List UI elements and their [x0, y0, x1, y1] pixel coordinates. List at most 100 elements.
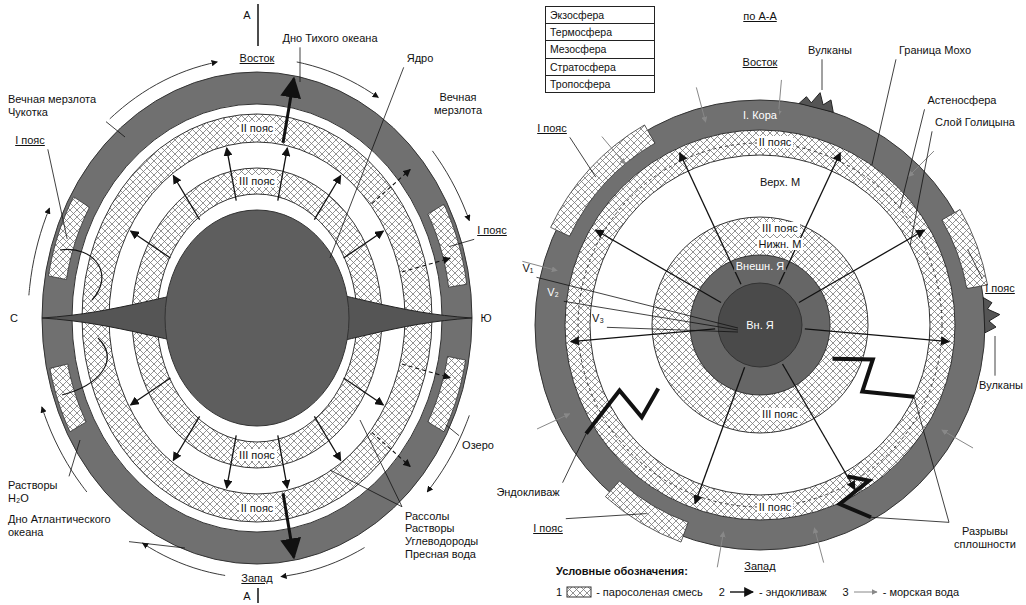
radius-label: V₁	[522, 262, 533, 275]
solution-curve	[62, 338, 107, 395]
legend-swatch	[729, 586, 755, 598]
seawater-arrow	[110, 62, 217, 119]
belt-ring	[565, 130, 955, 520]
leader-line	[900, 109, 924, 207]
leader-line	[449, 239, 474, 246]
belt-label: III пояс	[760, 222, 800, 235]
endocleavage-arrow	[799, 230, 925, 303]
seawater-arrow	[908, 151, 933, 176]
endocleavage-arrow	[278, 148, 288, 201]
endocleavage-arrow	[372, 432, 410, 466]
callout-label: Дно Атлантического океана	[8, 513, 126, 538]
layer-name: Мезосфера	[550, 43, 606, 55]
endocleavage-arrow	[595, 230, 721, 303]
belt-ring	[652, 217, 868, 433]
direction-label: Восток	[743, 56, 778, 69]
belt-label: III пояс	[760, 408, 800, 421]
rupture-bolt	[840, 477, 871, 518]
leader-line	[566, 514, 647, 519]
legend-item: - морская вода	[853, 586, 959, 599]
belt-label: I пояс	[15, 134, 45, 147]
leader-line	[69, 440, 80, 476]
layer-name: Тропосфера	[550, 78, 610, 90]
belt-label: I пояс	[985, 282, 1015, 295]
upper-mantle	[590, 155, 930, 495]
thick-arrow	[283, 493, 294, 557]
arrow-sample	[730, 591, 753, 592]
direction-label: Восток	[240, 52, 275, 65]
belt-label: I пояс	[537, 122, 567, 135]
leader-line	[563, 434, 587, 483]
endocleavage-arrow	[805, 329, 949, 342]
layer-name: Термосфера	[550, 26, 612, 38]
leader-line	[300, 47, 301, 82]
belt-label: II пояс	[239, 502, 276, 515]
right-section	[522, 80, 999, 567]
endocleavage-arrow	[278, 435, 288, 488]
seawater-arrow	[696, 87, 705, 122]
leader-lines	[48, 47, 995, 548]
endocleavage-arrow	[131, 231, 171, 258]
seawater-arrow	[432, 151, 469, 221]
golitsyn-layer	[578, 143, 942, 507]
leader-line	[330, 470, 402, 507]
earth-shell	[42, 72, 472, 564]
layer-box: Стратосфера	[545, 58, 655, 76]
section-line	[257, 4, 259, 46]
callout-label: Слой Голицына	[935, 116, 1015, 129]
belt-ring	[132, 168, 382, 468]
legend-title: Условные обозначения:	[556, 565, 688, 578]
section-letter: А	[243, 590, 250, 603]
callout-label: Граница Мохо	[899, 44, 971, 57]
earth-shell	[535, 100, 985, 550]
layer-label: Верх. М	[760, 176, 800, 189]
leader-line	[910, 131, 932, 245]
endocleavage-arrow	[227, 435, 237, 488]
legend-number: 1	[556, 586, 562, 599]
endocleavage-arrow	[173, 175, 199, 219]
legend-number: 2	[719, 586, 725, 599]
leader-line	[330, 67, 404, 258]
legend-text: - эндокливаж	[759, 586, 827, 599]
core	[165, 210, 349, 426]
belt-crescent	[50, 364, 86, 432]
callout-label: Эндокливаж	[496, 486, 559, 499]
seawater-arrow	[297, 62, 379, 98]
endocleavage-arrow	[372, 170, 410, 204]
layer-label: I. Кора	[741, 109, 779, 122]
layer-label: Вн. Я	[744, 319, 775, 332]
endocleavage-arrow	[695, 367, 745, 503]
legend-swatch	[853, 586, 879, 598]
leader-line	[872, 59, 896, 165]
callout-label: Ядро	[407, 52, 434, 65]
belt-label: II пояс	[757, 501, 794, 514]
endocleavage-arrow	[779, 153, 840, 284]
callout-label: Дно Тихого океана	[283, 32, 378, 45]
endocleavage-arrow	[783, 364, 856, 490]
volcano-symbol	[799, 93, 833, 113]
layer-box: Мезосфера	[545, 40, 655, 58]
belt-label: I пояс	[477, 224, 507, 237]
legend-text: - морская вода	[883, 586, 959, 599]
layer-box: Тропосфера	[545, 75, 655, 93]
leader-line	[570, 137, 596, 177]
legend-item: - эндокливаж	[729, 586, 827, 599]
endocleavage-arrow	[314, 175, 340, 219]
endocleavage-arrow	[344, 378, 384, 405]
belt-crescent	[428, 204, 467, 287]
leader-line	[360, 420, 402, 507]
leader-line	[822, 59, 823, 90]
seawater-arrow	[427, 415, 469, 492]
layer-box: Экзосфера	[545, 6, 655, 24]
leader-line	[129, 542, 185, 548]
layer-name: Экзосфера	[550, 9, 604, 21]
seawater-arrow	[814, 528, 823, 563]
arrow-sample	[854, 591, 877, 592]
seawater-arrow	[281, 548, 365, 577]
belt-label: II пояс	[757, 136, 794, 149]
direction-label: Ю	[480, 312, 491, 325]
solution-curve	[60, 249, 102, 300]
callout-label: Растворы H₂O	[8, 479, 66, 504]
seawater-arrow	[717, 532, 723, 567]
